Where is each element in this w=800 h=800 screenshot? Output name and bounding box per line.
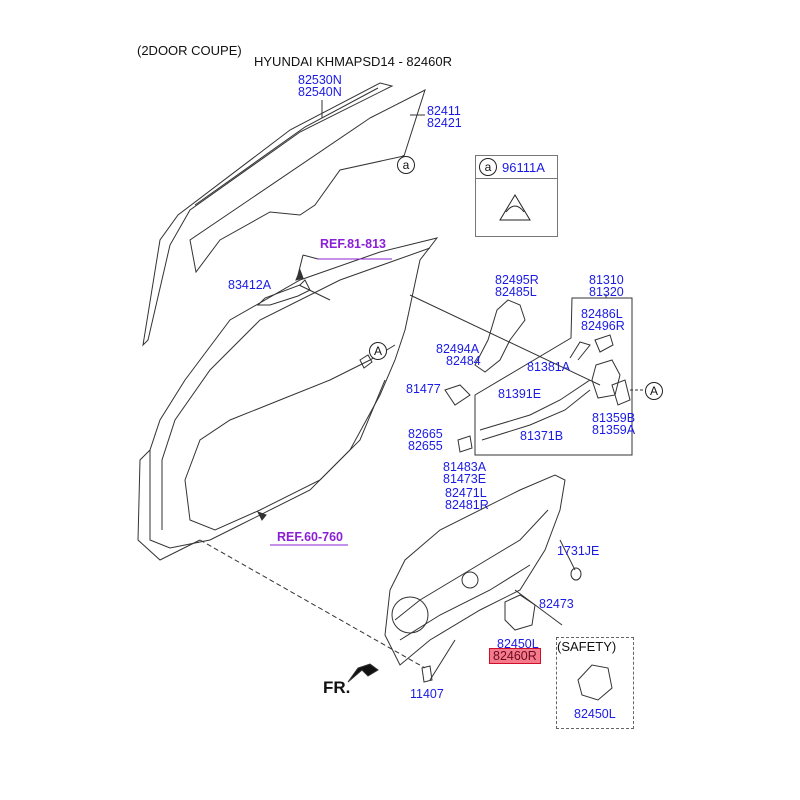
part-82411[interactable]: 82411: [427, 104, 461, 118]
part-82460R-highlighted[interactable]: 82460R: [489, 648, 541, 664]
part-81320[interactable]: 81320: [589, 285, 624, 299]
part-81310[interactable]: 81310: [589, 273, 624, 287]
front-arrow-icon: [347, 663, 379, 683]
variant-label: (2DOOR COUPE): [137, 43, 242, 58]
warning-label-icon: [499, 194, 531, 221]
ref-60-760[interactable]: REF.60-760: [277, 530, 344, 544]
legend-callout: a: [479, 158, 497, 176]
part-82494A[interactable]: 82494A: [436, 342, 480, 356]
part-81483A[interactable]: 81483A: [443, 460, 487, 474]
part-82484[interactable]: 82484: [446, 354, 481, 368]
door-frame: [149, 237, 439, 549]
part-82481R[interactable]: 82481R: [445, 498, 489, 512]
part-82496R[interactable]: 82496R: [581, 319, 625, 333]
part-81473E[interactable]: 81473E: [443, 472, 487, 486]
diagram-title: HYUNDAI KHMAPSD14 - 82460R: [254, 54, 452, 69]
part-82495R[interactable]: 82495R: [495, 273, 539, 287]
callout-A-latch: A: [645, 382, 663, 400]
part-82421[interactable]: 82421: [427, 116, 462, 130]
callout-a: a: [397, 156, 415, 174]
part-81359A[interactable]: 81359A: [592, 423, 636, 437]
ref-81-813[interactable]: REF.81-813: [320, 237, 387, 251]
part-82450L-safety[interactable]: 82450L: [574, 707, 616, 721]
window-motor: [504, 594, 536, 631]
callout-A-door: A: [369, 342, 387, 360]
glass-run-channel: [142, 82, 394, 347]
latch-group-box: [474, 297, 633, 456]
part-82486L[interactable]: 82486L: [581, 307, 623, 321]
part-81359B[interactable]: 81359B: [592, 411, 636, 425]
part-81391E[interactable]: 81391E: [498, 387, 542, 401]
part-81381A[interactable]: 81381A: [527, 360, 571, 374]
part-82540N[interactable]: 82540N: [298, 85, 342, 99]
front-direction-label: FR.: [323, 678, 351, 697]
door-module-panel: [384, 474, 566, 666]
part-82655[interactable]: 82655: [408, 439, 443, 453]
part-82665[interactable]: 82665: [408, 427, 443, 441]
part-11407[interactable]: 11407: [410, 687, 444, 701]
part-1731JE[interactable]: 1731JE: [557, 544, 600, 558]
part-82471L[interactable]: 82471L: [445, 486, 487, 500]
safety-title: (SAFETY): [557, 639, 617, 654]
safety-box: (SAFETY) 82450L: [556, 637, 634, 729]
part-82485L[interactable]: 82485L: [495, 285, 537, 299]
part-96111A[interactable]: 96111A: [502, 160, 545, 175]
part-82473[interactable]: 82473: [539, 597, 574, 611]
legend-box-96111A: a 96111A: [475, 155, 558, 237]
part-83412A[interactable]: 83412A: [228, 278, 272, 292]
outside-handle: [256, 279, 311, 306]
door-glass: [189, 89, 426, 274]
part-82450L[interactable]: 82450L: [497, 637, 539, 651]
part-82530N[interactable]: 82530N: [298, 73, 342, 87]
part-81371B[interactable]: 81371B: [520, 429, 564, 443]
part-81477[interactable]: 81477: [406, 382, 441, 396]
